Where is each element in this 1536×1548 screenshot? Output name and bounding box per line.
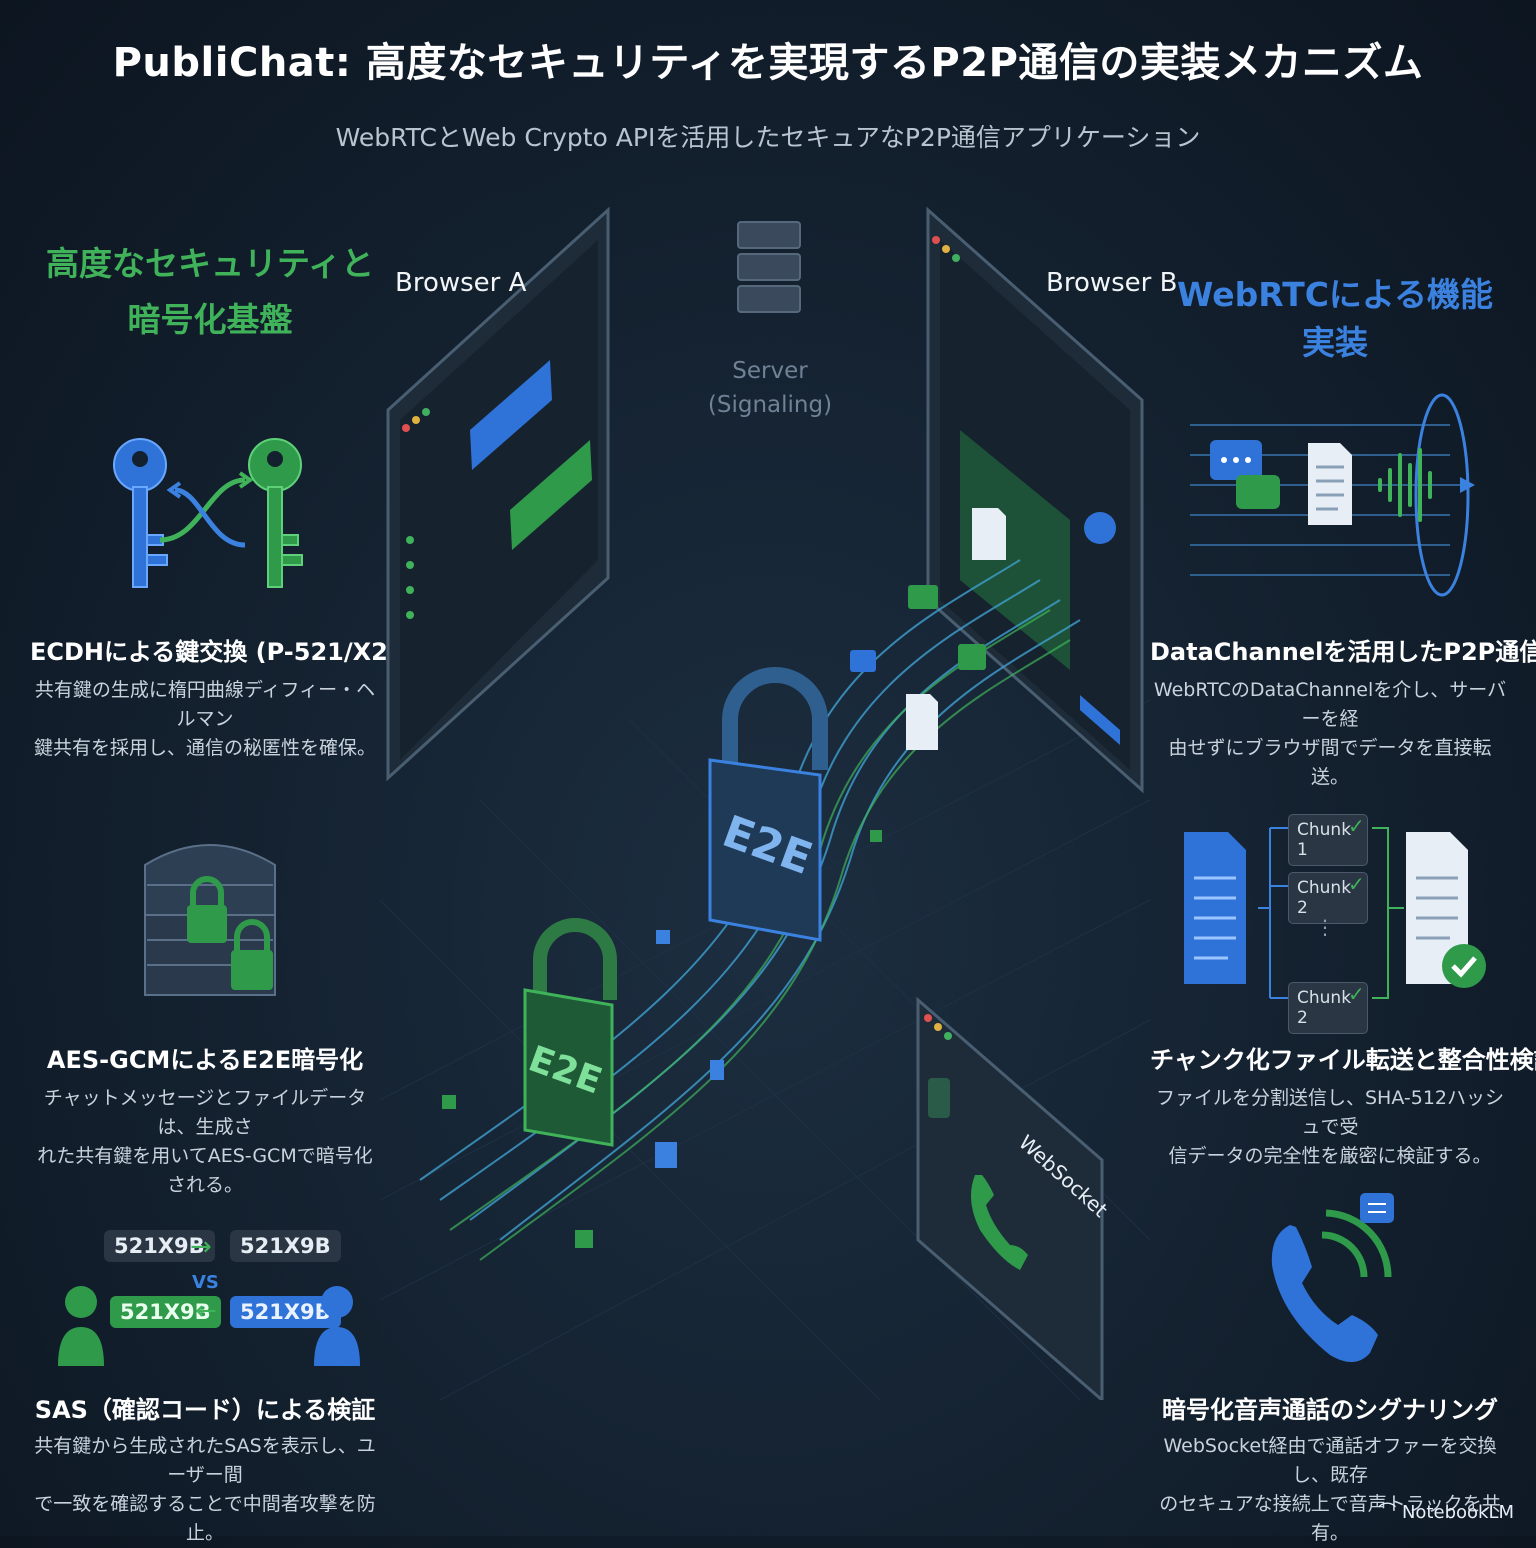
chunk-transfer-icon: Chunk 1 ✓ Chunk 2 ✓ ⋮ Chunk 2 ✓ [1180, 808, 1490, 1034]
sas-code-b-bottom: 521X9B [230, 1296, 341, 1328]
check-icon: ✓ [1348, 872, 1365, 896]
user-a-icon [58, 1286, 104, 1366]
chunk-item: Chunk 2 [1288, 872, 1368, 924]
feature-sas-desc: 共有鍵から生成されたSASを表示し、ユーザー間 で一致を確認することで中間者攻撃… [34, 1435, 376, 1544]
source-file-icon [1184, 832, 1246, 984]
feature-voice-title: 暗号化音声通話のシグナリング [1162, 1396, 1498, 1424]
sas-code-a-bottom: 521X9B [110, 1296, 221, 1328]
browser-b-label: Browser B [1046, 268, 1178, 298]
vs-label: VS [192, 1272, 219, 1293]
e2e-lock-small-icon [523, 918, 617, 1147]
locked-chest-icon [144, 844, 276, 996]
phone-call-icon [1271, 1193, 1394, 1363]
feature-chunk-title: チャンク化ファイル転送と整合性検証 [1150, 1046, 1536, 1074]
feature-aes-desc: チャットメッセージとファイルデータは、生成さ れた共有鍵を用いてAES-GCMで… [37, 1087, 373, 1196]
p2p-illustration [380, 206, 1150, 1400]
key-exchange-icon [113, 438, 303, 588]
feature-sas-title: SAS（確認コード）による検証 [34, 1396, 376, 1424]
arrow-left-icon: ← [195, 1296, 217, 1326]
check-icon: ✓ [1348, 814, 1365, 838]
chunk-item: Chunk 2 [1288, 982, 1368, 1034]
check-icon: ✓ [1348, 982, 1365, 1006]
server-label: Server (Signaling) [707, 358, 833, 418]
websocket-window [916, 996, 1104, 1400]
notebooklm-logo-icon: ⌒ [1378, 1502, 1402, 1523]
feature-aes-title: AES-GCMによるE2E暗号化 [46, 1046, 364, 1074]
server-icon [737, 221, 801, 313]
page-title: PubliChat: 高度なセキュリティを実現するP2P通信の実装メカニズム [112, 40, 1424, 86]
user-b-icon [314, 1286, 360, 1366]
left-section-heading: 高度なセキュリティと 暗号化基盤 [45, 244, 375, 339]
sas-code-b-top: 521X9B [230, 1230, 341, 1262]
chunk-item: Chunk 1 [1288, 814, 1368, 866]
feature-ecdh-desc: 共有鍵の生成に楕円曲線ディフィー・ヘルマン 鍵共有を採用し、通信の秘匿性を確保。 [33, 679, 376, 759]
sas-compare-icon: 521X9B → 521X9B VS 521X9B ← 521X9B [50, 1222, 370, 1372]
browser-a-window [386, 206, 610, 782]
feature-voice-desc: WebSocket経由で通話オファーを交換し、既存 のセキュアな接続上で音声トラ… [1159, 1435, 1501, 1544]
arrow-right-icon: → [190, 1232, 212, 1262]
feature-chunk-desc: ファイルを分割送信し、SHA-512ハッシュで受 信データの完全性を厳密に検証す… [1155, 1087, 1505, 1167]
sas-code-a-top: 521X9B [104, 1230, 215, 1262]
datachannel-icon [1190, 393, 1475, 597]
browser-a-label: Browser A [395, 268, 527, 298]
feature-datachannel-desc: WebRTCのDataChannelを介し、サーバーを経 由せずにブラウザ間でデ… [1153, 679, 1507, 788]
feature-datachannel-title: DataChannelを活用したP2P通信 [1150, 638, 1536, 666]
verified-file-icon [1406, 832, 1486, 988]
e2e-lock-large-icon [708, 667, 828, 942]
ellipsis-icon: ⋮ [1315, 915, 1335, 939]
notebooklm-watermark: ⌒ NotebookLM [1378, 1502, 1514, 1523]
feature-ecdh-title: ECDHによる鍵交換 (P-521/X25519) [30, 638, 466, 666]
page-subtitle: WebRTCとWeb Crypto APIを活用したセキュアなP2P通信アプリケ… [335, 123, 1201, 152]
right-section-heading: WebRTCによる機能実装 [1177, 275, 1493, 362]
